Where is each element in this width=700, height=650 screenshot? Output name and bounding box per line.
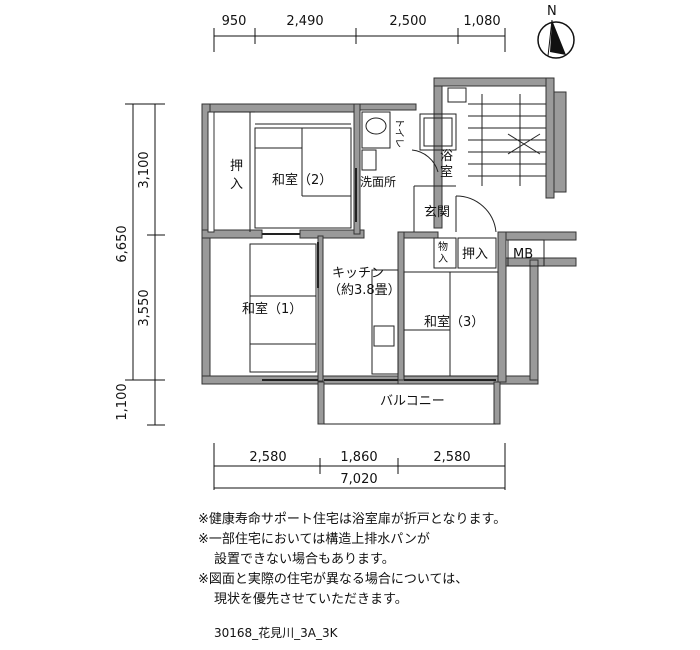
dim-top-3: 2,500 (389, 14, 426, 29)
note-line-4: ※図面と実際の住宅が異なる場合については、 (198, 572, 469, 587)
dim-left-2: 3,550 (137, 289, 152, 326)
dim-top-1: 950 (222, 14, 247, 29)
room-label-washitsu-1: 和室（1） (242, 301, 302, 317)
note-line-1: ※健康寿命サポート住宅は浴室扉が折戸となります。 (198, 512, 507, 527)
dim-left-total: 6,650 (115, 225, 130, 262)
plan-code: 30168_花見川_3A_3K (214, 626, 338, 640)
room-label-toilet: トイレ (393, 118, 404, 148)
dim-bottom-1: 2,580 (249, 450, 286, 465)
room-label-senmenjo: 洗面所 (360, 175, 396, 189)
note-line-5: 現状を優先させていただきます。 (214, 592, 408, 607)
dim-top-2: 2,490 (286, 14, 323, 29)
room-label-oshiire-left-1: 押 (230, 159, 243, 174)
north-label: N (547, 4, 557, 19)
dim-bottom-3: 2,580 (433, 450, 470, 465)
notes: ※健康寿命サポート住宅は浴室扉が折戸となります。 ※一部住宅においては構造上排水… (198, 510, 506, 610)
dim-bottom-2: 1,860 (340, 450, 377, 465)
room-label-oshiire-right: 押入 (462, 247, 488, 262)
dim-left-3: 1,100 (115, 383, 130, 420)
oshiire-left-frame (207, 111, 215, 233)
room-label-genkan: 玄関 (424, 205, 450, 220)
room-label-balcony: バルコニー (380, 394, 445, 409)
room-label-mb: MB (513, 247, 533, 262)
room-details (214, 111, 545, 425)
room-label-bath-1: 浴 (440, 149, 453, 164)
dim-left-1: 3,100 (137, 151, 152, 188)
floor-plan: 950 2,490 2,500 1,080 N 6,650 3,100 3,55… (115, 4, 577, 490)
left-dimension (125, 103, 165, 426)
room-label-washitsu-3: 和室（3） (424, 314, 484, 330)
room-label-mono-2: 入 (438, 254, 448, 265)
room-label-washitsu-2: 和室（2） (272, 172, 332, 188)
room-label-kitchen-size: （約3.8畳） (328, 283, 401, 298)
note-line-2: ※一部住宅においては構造上排水パンが (198, 532, 430, 547)
room-label-bath-2: 室 (440, 164, 453, 180)
dim-bottom-total: 7,020 (340, 472, 377, 487)
room-label-mono-1: 物 (438, 240, 448, 253)
top-dimension (213, 28, 506, 52)
bottom-dimension (213, 443, 506, 490)
note-line-3: 設置できない場合もあります。 (214, 552, 395, 567)
dim-top-4: 1,080 (463, 14, 500, 29)
room-label-kitchen: キッチン (332, 266, 384, 281)
stairs (447, 87, 546, 186)
room-label-oshiire-left-2: 入 (230, 177, 243, 192)
north-arrow-icon (537, 19, 575, 59)
